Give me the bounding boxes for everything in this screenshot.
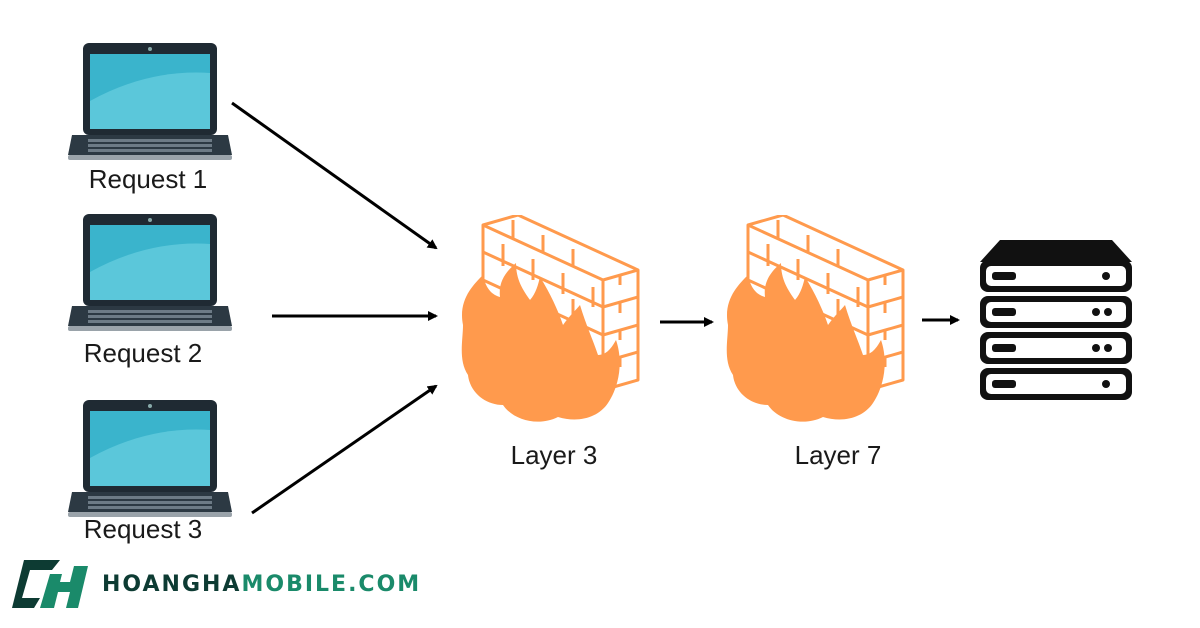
laptop-icon xyxy=(68,214,232,332)
firewall-icon xyxy=(723,213,913,430)
server-icon xyxy=(980,240,1132,400)
arrow-request-3-to-layer-3 xyxy=(251,384,438,515)
layer-3-label: Layer 3 xyxy=(510,440,598,470)
layer-7-label: Layer 7 xyxy=(794,440,882,470)
brand-watermark: HOANGHAMOBILE.COM xyxy=(10,555,421,613)
brand-name-part-2: MOBILE.COM xyxy=(241,571,422,597)
brand-name: HOANGHAMOBILE.COM xyxy=(102,572,421,597)
request-3-label: Request 3 xyxy=(83,514,203,544)
request-1-label: Request 1 xyxy=(88,164,208,194)
laptop-icon xyxy=(68,43,232,161)
arrow-request-1-to-layer-3 xyxy=(231,101,438,250)
laptop-icon xyxy=(68,400,232,518)
request-2-label: Request 2 xyxy=(83,338,203,368)
brand-name-part-1: HOANGHA xyxy=(102,571,242,597)
firewall-icon xyxy=(458,213,648,430)
brand-logo-icon xyxy=(12,560,88,608)
